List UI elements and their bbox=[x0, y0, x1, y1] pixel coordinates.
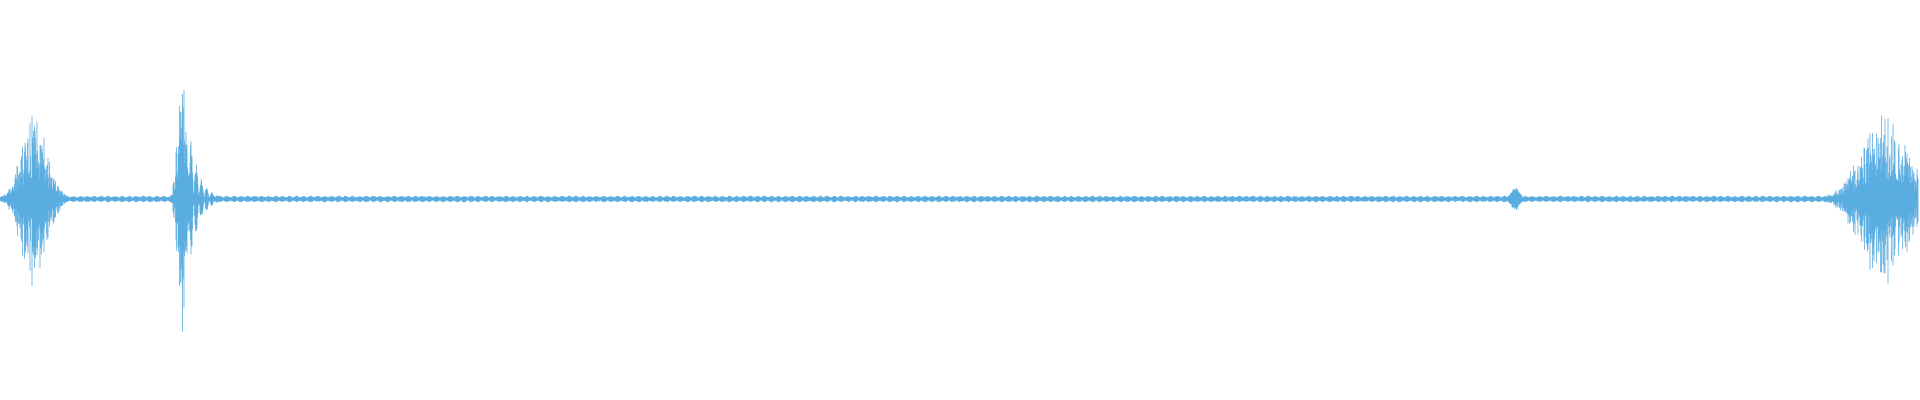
waveform-path bbox=[0, 89, 1919, 332]
